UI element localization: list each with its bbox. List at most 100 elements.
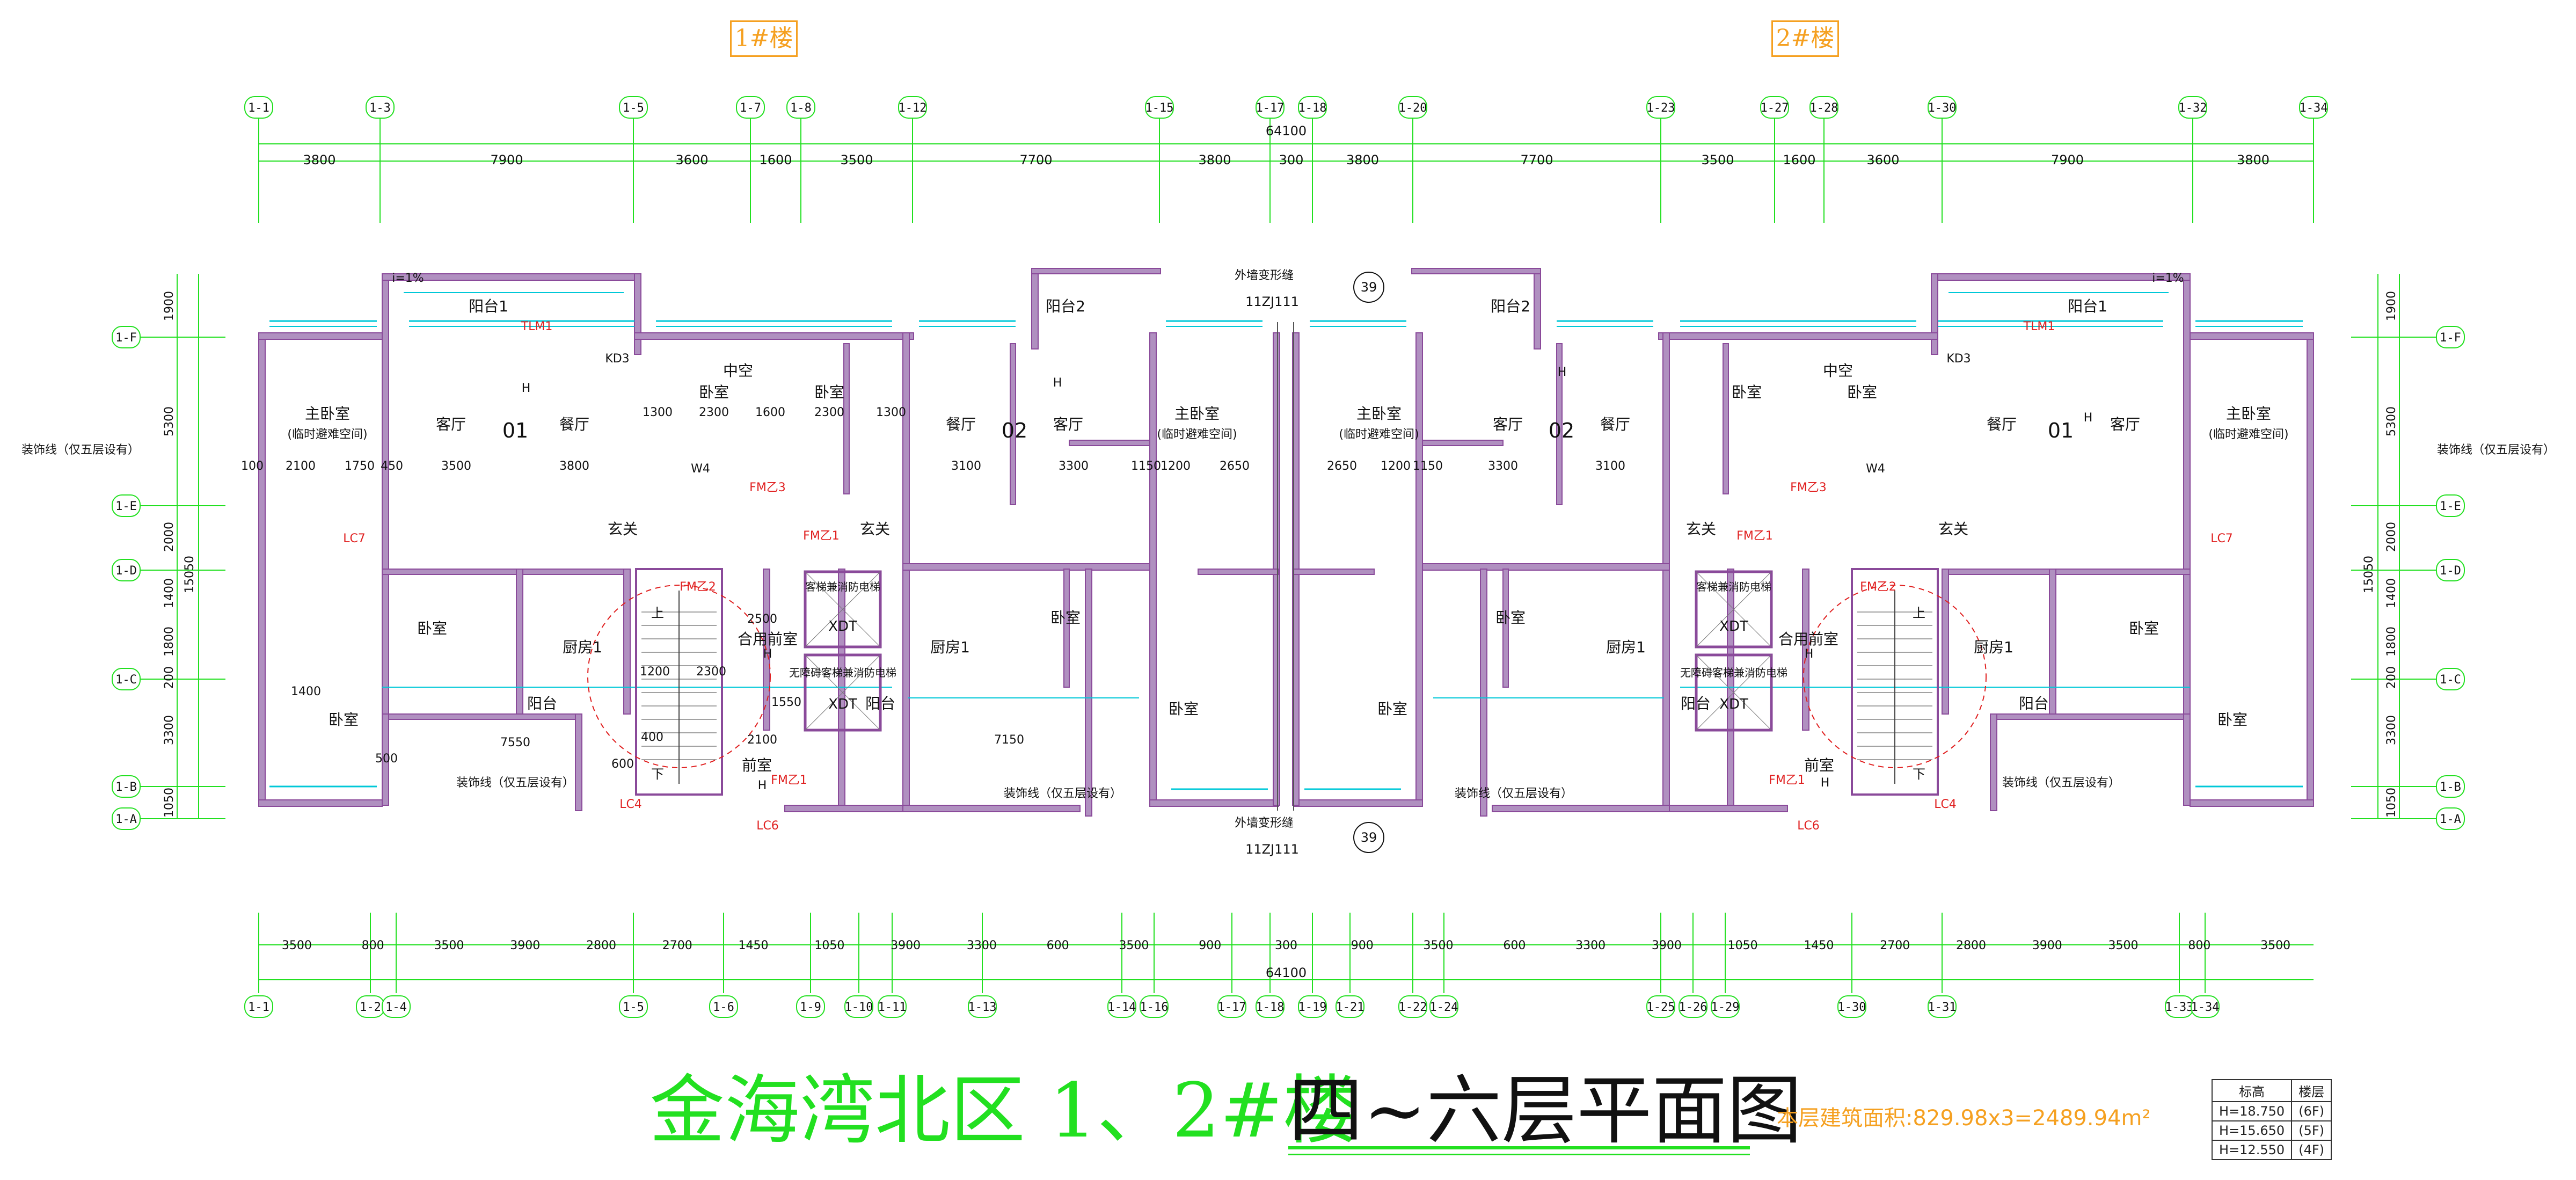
room-label: 玄关: [1686, 520, 1716, 538]
wall-segment: [2183, 713, 2191, 806]
room-label: 装饰线（仅五层设有）: [456, 776, 574, 790]
dim-bottom: 3300: [1575, 939, 1606, 952]
dim-top: 7900: [2051, 152, 2084, 167]
wall-segment: [1422, 563, 1670, 571]
room-label: 外墙变形缝: [1235, 269, 1294, 282]
axis-label: 1-9: [800, 1001, 821, 1014]
axis-bubble: [1298, 995, 1327, 1018]
detail-bubble: [1353, 822, 1384, 853]
axis-bubble: [1145, 96, 1174, 119]
room-label: H: [758, 779, 767, 792]
room-label: 2100: [747, 733, 777, 747]
dim-bottom: 800: [362, 939, 384, 952]
dim-bottom: 3500: [1424, 939, 1454, 952]
axis-bubble: [1429, 995, 1458, 1018]
axis-label: 1-15: [1145, 101, 1174, 115]
room-label: 卧室: [1050, 609, 1081, 627]
room-label: KD3: [605, 352, 629, 366]
room-label: FM乙2: [1860, 580, 1896, 594]
axis-bubble: [2436, 494, 2465, 517]
room-label: 餐厅: [1600, 416, 1630, 433]
wall-segment: [382, 713, 389, 806]
dim-side: 2000: [163, 522, 176, 552]
axis-bubble: [1679, 995, 1707, 1018]
room-label: 上: [1913, 606, 1925, 621]
title-underline: [1288, 1146, 1750, 1149]
axis-bubble: [2436, 559, 2465, 581]
dim-bottom: 2700: [662, 939, 692, 952]
axis-bubble: [1760, 96, 1789, 119]
room-label: 2500: [747, 613, 777, 626]
room-label: 2650: [1327, 460, 1357, 473]
title-sub: 四~六层平面图: [1288, 1067, 1803, 1155]
room-label: (临时避难空间): [287, 428, 367, 441]
floor-area-note: 本层建筑面积:829.98x3=2489.94m²: [1777, 1106, 2151, 1131]
wall-segment: [1502, 569, 1509, 688]
room-label: 2650: [1220, 460, 1250, 473]
room-label: 1200: [1381, 460, 1411, 473]
room-label: 卧室: [2129, 620, 2159, 637]
room-label: 卧室: [329, 711, 359, 729]
room-label: 1600: [755, 406, 785, 419]
room-label: (临时避难空间): [2208, 428, 2288, 441]
axis-bubble: [1646, 96, 1675, 119]
room-label: 2300: [696, 665, 726, 679]
elevation-floor: (5F): [2291, 1120, 2332, 1141]
building-2-label: 2#楼: [1771, 20, 1839, 57]
dim-bottom: 3500: [282, 939, 312, 952]
wall-segment: [382, 569, 624, 575]
room-label: 厨房1: [563, 638, 602, 656]
room-label: LC7: [2210, 532, 2233, 545]
room-label: 卧室: [2217, 711, 2247, 729]
axis-label: 1-17: [1256, 101, 1285, 115]
dim-top: 3800: [2237, 152, 2269, 167]
title-underline-thin: [1288, 1154, 1750, 1155]
wall-segment: [1293, 799, 1423, 807]
room-label: 1300: [876, 406, 906, 419]
axis-bubble: [898, 96, 927, 119]
dim-bottom: 2800: [1956, 939, 1986, 952]
room-label: 卧室: [1732, 383, 1762, 401]
room-label: 02: [1549, 419, 1574, 442]
room-label: TLM1: [521, 320, 553, 333]
axis-bubble: [2436, 668, 2465, 690]
axis-label: 1-E: [115, 500, 137, 513]
room-label: 合用前室: [738, 630, 798, 648]
room-label: 餐厅: [1987, 416, 2017, 433]
wall-segment: [902, 805, 1081, 812]
room-label: 主卧室: [1356, 405, 1402, 423]
wall-segment: [1411, 268, 1541, 274]
room-label: 客厅: [2110, 416, 2140, 433]
axis-label: 1-1: [248, 101, 269, 115]
axis-label: 1-34: [2191, 1001, 2220, 1014]
room-label: 3100: [1595, 460, 1625, 473]
wall-segment: [634, 273, 641, 355]
axis-label: 1-B: [115, 781, 137, 794]
axis-label: 1-29: [1711, 1001, 1740, 1014]
dim-bottom: 2800: [586, 939, 616, 952]
room-label: (临时避难空间): [1339, 428, 1419, 441]
room-label: H: [1053, 376, 1062, 390]
room-label: 无障碍客梯兼消防电梯: [1680, 666, 1787, 679]
room-label: 1150: [1131, 460, 1161, 473]
dim-bottom: 1050: [1728, 939, 1758, 952]
dim-bottom: 3900: [510, 939, 540, 952]
dim-side: 1400: [2385, 578, 2398, 608]
room-label: 厨房1: [1974, 638, 2013, 656]
elevation-floor: (4F): [2291, 1140, 2332, 1160]
dim-side: 5300: [163, 406, 176, 436]
room-label: 卧室: [1169, 700, 1199, 718]
room-label: W4: [1866, 462, 1885, 476]
dim-side: 1900: [2385, 291, 2398, 321]
room-label: 39: [1361, 830, 1377, 845]
axis-bubble: [709, 995, 738, 1018]
room-label-layer: 主卧室(临时避难空间)主卧室(临时避难空间)客厅客厅餐厅餐厅卧室卧室卧室卧室卧室…: [21, 269, 2555, 857]
plan-line: [1696, 571, 1772, 647]
elevation-row: H=12.550 (4F): [2211, 1140, 2332, 1160]
room-label: 600: [611, 757, 634, 771]
axis-label: 1-C: [115, 673, 137, 687]
room-label: 卧室: [1847, 383, 1877, 401]
axis-label: 1-27: [1761, 101, 1789, 115]
room-label: 500: [375, 752, 398, 766]
stair-swing-arc: [1803, 585, 1987, 768]
